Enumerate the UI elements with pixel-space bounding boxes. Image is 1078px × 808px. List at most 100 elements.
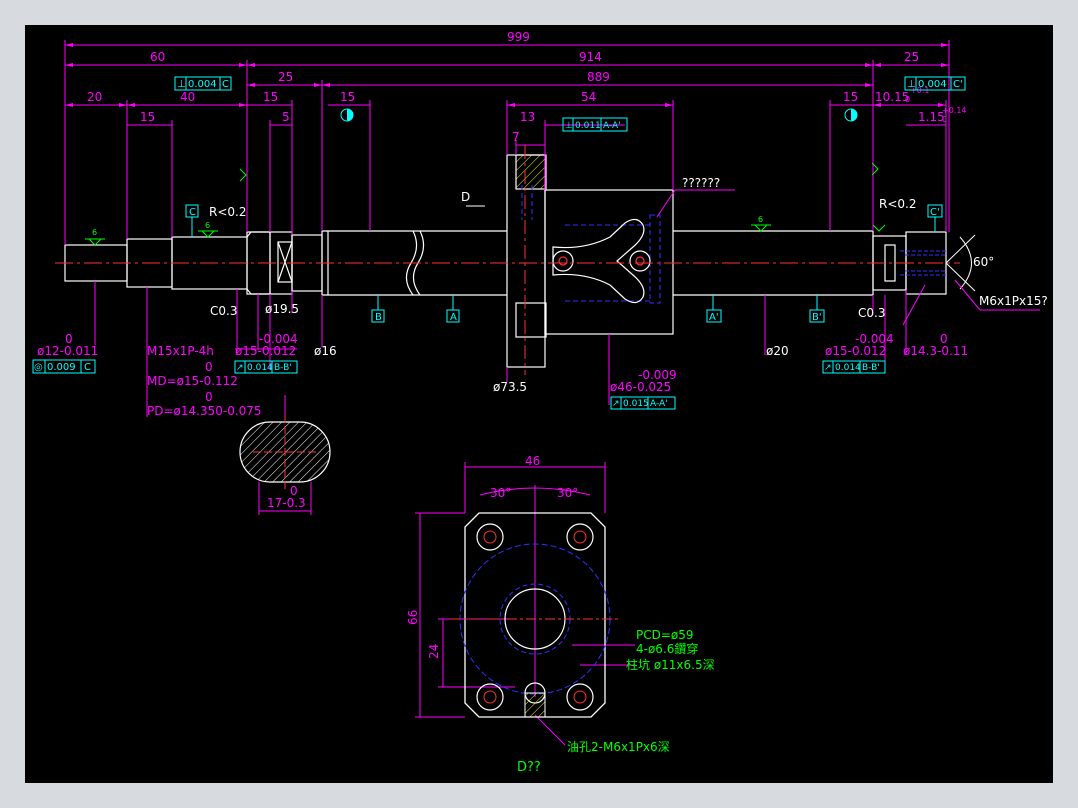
chamfer-left: C0.3	[210, 304, 237, 318]
flange-offset: 24	[427, 644, 441, 659]
datum-b-prime: B'	[812, 312, 822, 323]
md-dia: MD=ø15-0.112	[147, 374, 238, 388]
svg-text:0.011: 0.011	[575, 121, 601, 131]
dim-left-end: 60	[150, 50, 165, 64]
dim-7: 7	[512, 130, 520, 144]
datum-a-prime: A'	[709, 312, 719, 323]
return-tube	[552, 218, 651, 304]
section-marks	[340, 108, 858, 122]
radius-right: R<0.2	[879, 197, 916, 211]
dim-thread-total: 914	[579, 50, 602, 64]
radius-left: R<0.2	[209, 205, 246, 219]
d15-left: ø15-0.012	[235, 344, 296, 358]
datum-a: A	[450, 312, 457, 323]
flange-oil-hole: 油孔2-M6x1Px6深	[567, 740, 670, 754]
dim-5: 5	[282, 110, 290, 124]
svg-text:0.004: 0.004	[918, 79, 947, 90]
angle-60: 60°	[973, 255, 994, 269]
rough-2: 6	[205, 221, 210, 230]
d46-tol: -0.009	[638, 368, 677, 382]
gdt-right-runout: ↗ 0.014 B-B'	[822, 360, 886, 374]
flat-section-view	[239, 415, 331, 515]
ballscrew-drawing: 999 60 914 25 25 889 20 40 15 15 5 15 13…	[32, 30, 1048, 775]
section-tol: 0	[290, 484, 298, 498]
gdt-nut-runout: ↗ 0.015 A-A'	[610, 396, 676, 410]
dim-total: 999	[507, 30, 530, 44]
flange-counterbore: 柱坑 ø11x6.5深	[626, 657, 715, 672]
dia-19-5: ø19.5	[265, 302, 299, 316]
svg-text:0.004: 0.004	[188, 79, 217, 90]
dimension-texts: 999 60 914 25 25 889 20 40 15 15 5 15 13…	[87, 30, 967, 144]
main-view-labels: R<0.2 R<0.2 D ?????? C0.3 C0.3 ø19.5 ø16…	[209, 176, 1048, 394]
question-note: ??????	[682, 176, 720, 190]
flange-holes: 4-ø6.6鑽穿	[636, 641, 698, 656]
rough-3: 6	[758, 215, 763, 224]
m6-thread: M6x1Px15?	[979, 294, 1048, 308]
d15-right-tol: -0.004	[855, 332, 894, 346]
d14-3: ø14.3-0.11	[903, 344, 968, 358]
svg-text:⊥: ⊥	[177, 79, 186, 90]
flange-view: 46 30° 30° 66 24 PCD=ø59 4-ø6.6鑽穿 柱坑 ø11…	[406, 454, 715, 775]
md-tol: 0	[205, 360, 213, 374]
gdt-left-perp: ⊥ 0.004 C	[174, 76, 232, 91]
datum-c-prime: C'	[930, 207, 940, 218]
pd-dia: PD=ø14.350-0.075	[147, 404, 262, 418]
svg-text:B-B': B-B'	[862, 363, 880, 373]
svg-text:A-A': A-A'	[650, 399, 668, 409]
dia-20: ø20	[766, 344, 789, 358]
flange-caption: D??	[517, 760, 541, 775]
dim-left-seg: 25	[278, 70, 293, 84]
tolerance-texts: 0 ø12-0.011 M15x1P-4h -0.004 ø15-0.012 0…	[37, 332, 968, 510]
angle-60-mark	[945, 234, 976, 292]
svg-text:C: C	[84, 362, 91, 373]
dia-73-5: ø73.5	[493, 380, 527, 394]
d15-right: ø15-0.012	[825, 344, 886, 358]
datum-labels: C C' B A A' B'	[185, 204, 943, 323]
flange-height: 66	[406, 610, 420, 625]
flange-pcd: PCD=ø59	[636, 628, 694, 642]
svg-text:0.014: 0.014	[835, 363, 861, 373]
d12-tol: 0	[65, 332, 73, 346]
svg-text:◎: ◎	[34, 362, 43, 373]
d46: ø46-0.025	[610, 380, 671, 394]
pd-tol: 0	[205, 390, 213, 404]
dim-13: 13	[520, 110, 535, 124]
d12: ø12-0.011	[37, 344, 98, 358]
roughness-values: 6 6 6	[92, 215, 763, 237]
dim-15-a: 15	[140, 110, 155, 124]
cad-drawing-canvas: 999 60 914 25 25 889 20 40 15 15 5 15 13…	[25, 25, 1053, 783]
svg-text:C': C'	[953, 79, 963, 90]
dim-40: 40	[180, 90, 195, 104]
dim-1-15-tol-lo: 0	[942, 115, 947, 124]
gdt-right-perp: ⊥ 0.004 C'	[904, 76, 966, 91]
svg-text:↗: ↗	[236, 363, 244, 373]
svg-text:↗: ↗	[824, 363, 832, 373]
roughness-symbols	[85, 162, 886, 246]
d15-left-tol: -0.004	[259, 332, 298, 346]
datum-c: C	[189, 207, 196, 218]
dim-54: 54	[581, 90, 596, 104]
svg-text:0.015: 0.015	[623, 399, 649, 409]
dim-10-15-tol-lo: 0	[905, 95, 910, 104]
dim-1-15-tol-up: +0.14	[942, 106, 967, 115]
dim-15-d: 15	[843, 90, 858, 104]
m15-thread: M15x1P-4h	[147, 344, 214, 358]
dim-right-end: 25	[904, 50, 919, 64]
chamfer-right: C0.3	[858, 306, 885, 320]
dimension-arrows	[65, 43, 949, 107]
view-d-label: D	[461, 190, 470, 204]
dim-effective: 889	[587, 70, 610, 84]
datum-b: B	[375, 312, 382, 323]
section-width: 17-0.3	[267, 496, 306, 510]
internal-thread	[900, 250, 946, 276]
gdt-left-runout: ↗ 0.014 B-B'	[234, 360, 298, 374]
return-tube-holes	[558, 256, 645, 266]
dim-20: 20	[87, 90, 102, 104]
dim-1-15: 1.15	[918, 110, 945, 124]
d14-3-tol: 0	[940, 332, 948, 346]
svg-text:⊥: ⊥	[907, 79, 916, 90]
svg-text:⊥: ⊥	[565, 121, 573, 131]
svg-text:B-B': B-B'	[274, 363, 292, 373]
gdt-left-conc: ◎ 0.009 C	[32, 359, 96, 374]
svg-text:0.014: 0.014	[247, 363, 273, 373]
